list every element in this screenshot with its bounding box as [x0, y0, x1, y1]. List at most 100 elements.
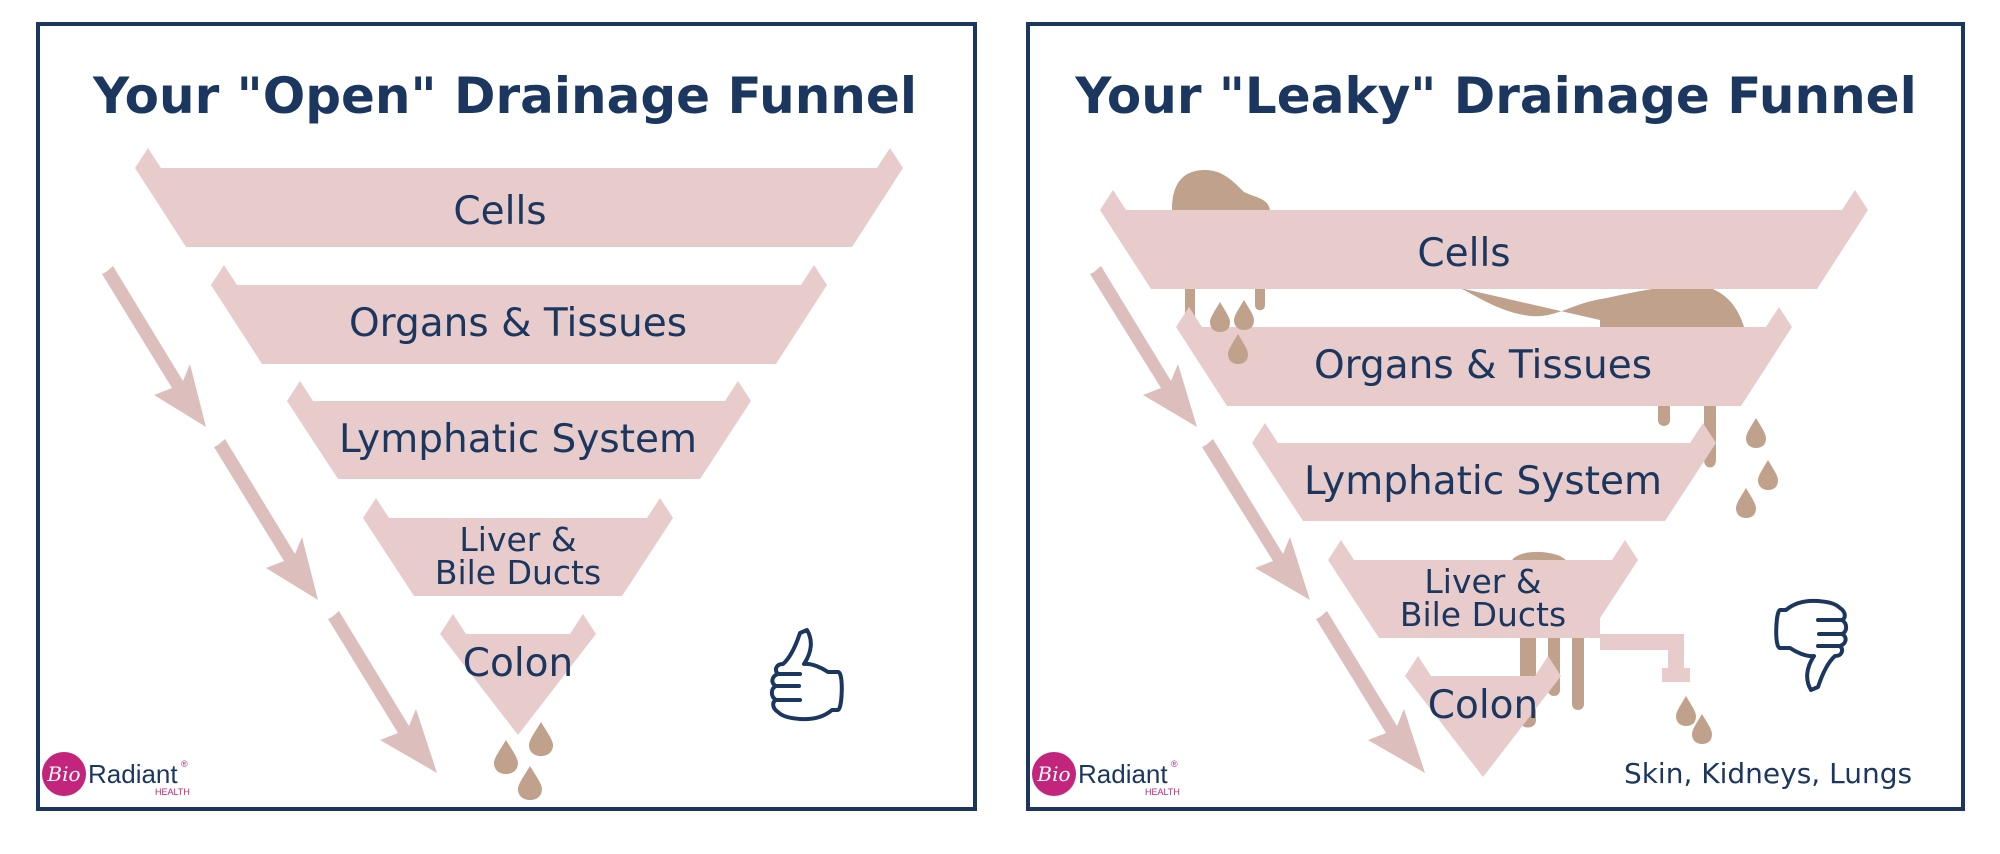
drop-icon	[1736, 488, 1756, 518]
funnel-stage-corner	[877, 148, 903, 168]
logo-circle	[42, 752, 86, 796]
funnel-stage-corner	[725, 381, 751, 401]
funnel-stage-label: Organs & Tissues	[349, 301, 687, 346]
thumbs-down-icon	[1774, 598, 1849, 692]
funnel-stage-corner	[1690, 423, 1716, 443]
funnel-stage-band	[1252, 443, 1716, 521]
pipe-icon	[1588, 604, 1690, 682]
flow-arrows	[1090, 266, 1425, 773]
funnel-stage-lymphatic: Lymphatic System	[1252, 423, 1716, 521]
funnel-stage-corner	[1252, 423, 1278, 443]
flow-arrow	[1202, 439, 1310, 600]
drop-icon	[1210, 302, 1230, 332]
funnel-stage-band	[1100, 210, 1868, 289]
funnel-stage-corner	[647, 498, 673, 518]
drop-icon	[529, 722, 553, 756]
funnel-stage-corner	[135, 148, 161, 168]
funnel-stage-colon: Colon	[440, 614, 596, 735]
funnel-stage-corner	[440, 614, 466, 634]
funnel-stage-band	[1328, 560, 1638, 638]
funnel-stage-label-line2: Bile Ducts	[1400, 595, 1566, 634]
funnel-stage-label: Colon	[1428, 683, 1539, 728]
elimination-routes-label: Skin, Kidneys, Lungs	[1624, 757, 1912, 790]
flow-arrow	[1090, 266, 1197, 427]
thumb-outline	[1774, 598, 1849, 692]
thumbs-up-icon	[769, 628, 844, 722]
funnel-stage-liver: Liver & Bile Ducts	[363, 498, 673, 596]
pipe-outlet	[1662, 668, 1690, 682]
logo-tm: ®	[1171, 759, 1178, 769]
logo-name: Radiant	[88, 759, 178, 789]
funnel-stage-band	[211, 285, 827, 364]
leak-drip	[1572, 628, 1584, 710]
funnel-stage-corner	[211, 265, 237, 285]
funnel-stage-label: Organs & Tissues	[1314, 343, 1652, 388]
logo-sub: HEALTH	[1145, 787, 1180, 797]
panel-leaky-title: Your "Leaky" Drainage Funnel	[1074, 67, 1916, 125]
panel-open-title: Your "Open" Drainage Funnel	[92, 67, 917, 125]
logo-tm: ®	[181, 759, 188, 769]
drop-icon	[1228, 334, 1248, 364]
funnel-stage-corner	[1766, 307, 1792, 327]
flow-arrows	[102, 266, 437, 773]
funnel-stage-band	[363, 518, 673, 596]
brand-logo: Bio Radiant ® HEALTH	[1032, 752, 1180, 797]
funnel-stage-corner	[570, 614, 596, 634]
thumb-outline	[769, 628, 844, 722]
pipe-horizontal	[1600, 634, 1684, 650]
drop-icon	[1758, 460, 1778, 490]
funnel-stage-label: Cells	[453, 189, 546, 234]
funnel-stage-label: Colon	[463, 641, 574, 686]
funnel-stage-lymphatic: Lymphatic System	[287, 381, 751, 479]
drop-icon	[1692, 714, 1712, 744]
logo-script: Bio	[46, 762, 80, 786]
funnel-stage-corner	[1176, 307, 1202, 327]
funnel-stage-band	[1405, 676, 1561, 777]
logo-sub: HEALTH	[155, 787, 190, 797]
logo-name: Radiant	[1078, 759, 1168, 789]
funnel-stage-liver: Liver & Bile Ducts	[1328, 540, 1638, 638]
funnel-stage-label: Liver &	[1424, 562, 1541, 601]
funnel-stage-label: Cells	[1417, 231, 1510, 276]
funnel-stage-corner	[1100, 190, 1126, 210]
funnel-stage-colon: Colon	[1405, 656, 1561, 777]
drain-drops	[494, 722, 553, 800]
drop-icon	[1234, 300, 1254, 330]
funnel-stage-band	[135, 168, 903, 247]
drop-icon	[1676, 696, 1696, 726]
funnel-stage-corner	[1612, 540, 1638, 560]
panel-leaky: Your "Leaky" Drainage Funnel Cells Organ…	[1026, 22, 1965, 811]
logo-circle	[1032, 752, 1076, 796]
drop-icon	[518, 766, 542, 800]
funnel-stage-cells: Cells	[1100, 190, 1868, 289]
funnel-stage-corner	[1535, 656, 1561, 676]
brand-logo: Bio Radiant ® HEALTH	[42, 752, 190, 797]
leak-blob-top-left	[1172, 170, 1270, 210]
flow-arrow	[1316, 611, 1425, 773]
panel-open: Your "Open" Drainage Funnel Cells Organs…	[36, 22, 977, 811]
funnel-stage-label: Lymphatic System	[339, 417, 697, 462]
funnel-stage-label: Lymphatic System	[1304, 459, 1662, 504]
flow-arrow	[328, 611, 437, 773]
funnel-stage-band	[287, 401, 751, 479]
funnel-stage-organs: Organs & Tissues	[1176, 307, 1792, 406]
pipe-flange	[1588, 604, 1600, 638]
funnel-stage-corner	[1328, 540, 1354, 560]
funnel-stage-corner	[1842, 190, 1868, 210]
funnel-stage-corner	[801, 265, 827, 285]
drop-icon	[1746, 418, 1766, 448]
flow-arrow	[214, 439, 318, 600]
drop-icon	[494, 740, 518, 774]
funnel-stage-organs: Organs & Tissues	[211, 265, 827, 364]
logo-script: Bio	[1036, 762, 1070, 786]
funnel-stage-cells: Cells	[135, 148, 903, 247]
funnel-stage-corner	[363, 498, 389, 518]
leak-drops	[1210, 300, 1778, 744]
funnel-stage-label-line2: Bile Ducts	[435, 553, 601, 592]
funnel-stage-band	[1176, 327, 1792, 406]
funnel-stage-corner	[287, 381, 313, 401]
flow-arrow	[102, 266, 206, 427]
funnel-stage-label: Liver &	[459, 520, 576, 559]
